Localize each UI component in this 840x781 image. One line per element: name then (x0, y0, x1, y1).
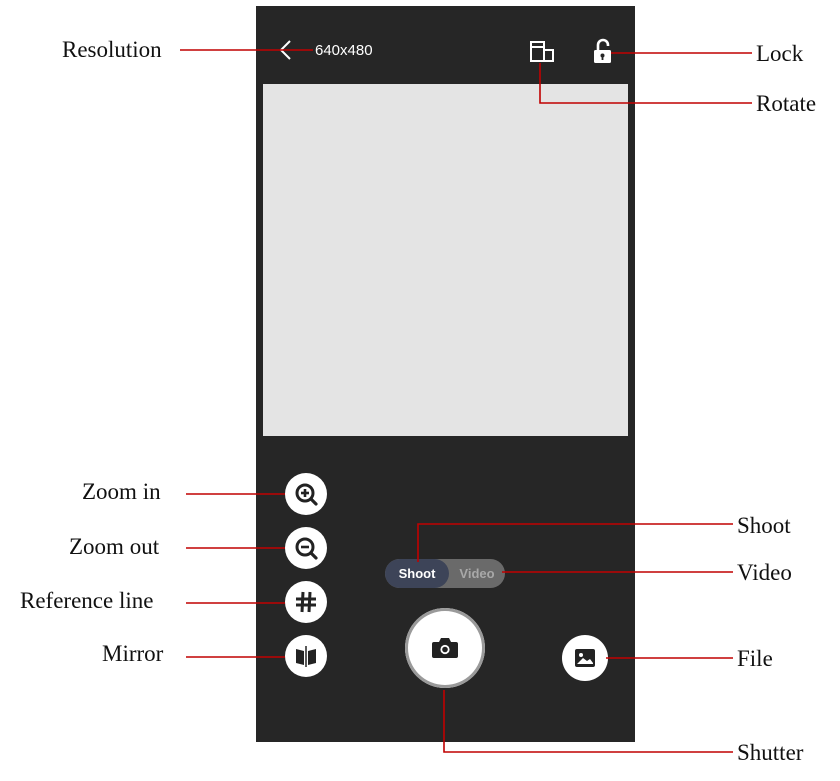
unlock-icon[interactable] (591, 37, 615, 65)
mirror-icon (296, 646, 316, 667)
mode-toggle[interactable]: Shoot Video (385, 559, 505, 588)
zoom-out-button[interactable] (285, 527, 327, 569)
mirror-label: Mirror (102, 641, 164, 666)
mirror-button[interactable] (285, 635, 327, 677)
resolution-label: Resolution (62, 37, 162, 62)
shoot-label: Shoot (737, 513, 791, 538)
zoom-out-icon (295, 537, 318, 560)
shoot-mode-tab[interactable]: Shoot (385, 559, 449, 588)
lock-label: Lock (756, 41, 804, 66)
reference-line-label: Reference line (20, 588, 154, 613)
rotate-label: Rotate (756, 91, 817, 116)
chevron-left-icon[interactable] (276, 38, 296, 62)
grid-icon (296, 591, 316, 613)
camera-icon (432, 638, 458, 658)
rotate-icon[interactable] (528, 37, 556, 65)
image-icon (575, 649, 595, 667)
shutter-button[interactable] (405, 608, 485, 688)
resolution-value[interactable]: 640x480 (315, 42, 373, 59)
zoom-in-icon (295, 483, 318, 506)
video-mode-tab[interactable]: Video (459, 566, 495, 581)
camera-preview (263, 84, 628, 436)
shutter-label: Shutter (737, 740, 804, 765)
file-label: File (737, 646, 773, 671)
zoom-in-button[interactable] (285, 473, 327, 515)
zoom-in-label: Zoom in (82, 479, 161, 504)
file-button[interactable] (562, 635, 608, 681)
reference-line-button[interactable] (285, 581, 327, 623)
zoom-out-label: Zoom out (69, 534, 160, 559)
video-label: Video (737, 560, 792, 585)
